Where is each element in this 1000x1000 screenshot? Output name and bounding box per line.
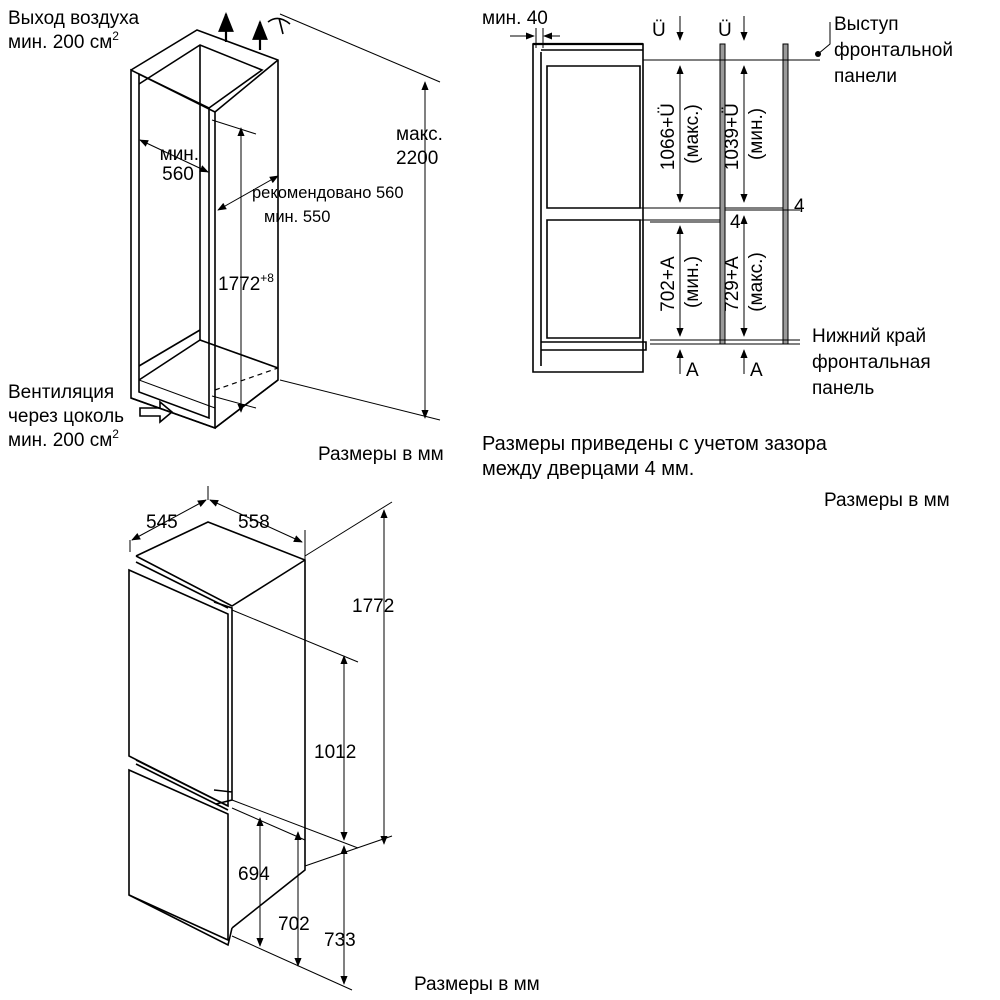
- air-flow-mark: [267, 17, 291, 35]
- a-mark-2: A: [750, 360, 763, 381]
- door-drawing: мин. 40 Ü Ü Выступ фронтальной панели: [482, 8, 958, 511]
- lower-min-label: 702+A (мин.): [658, 252, 703, 312]
- appliance-body: [128, 521, 306, 947]
- u-mark-2: Ü: [718, 20, 732, 41]
- niche-drawing: Выход воздуха мин. 200 см2 мин. 560 реко…: [8, 8, 448, 465]
- doors-units-label: Размеры в мм: [824, 490, 950, 511]
- max-height-label: макс. 2200: [396, 124, 448, 169]
- recommended-label: рекомендовано 560 мин. 550: [252, 184, 408, 226]
- ventilation-arrow-icon: [139, 400, 174, 424]
- min-gap-label: мин. 40: [482, 8, 548, 29]
- min-width-label: мин. 560: [160, 144, 205, 185]
- appliance-drawing: 545 558 1772 1012 694 702 733 Размеры в …: [128, 486, 540, 995]
- lower-max-label: 729+A (макс.): [722, 252, 767, 312]
- appliance-units-label: Размеры в мм: [414, 974, 540, 995]
- upper-max-label: 1066+Ü (макс.): [658, 98, 703, 170]
- depth-dimension: [131, 499, 207, 541]
- door-gap-note: Размеры приведены с учетом зазора между …: [482, 433, 832, 480]
- niche-cabinet: [130, 29, 279, 430]
- recommended-width-dimension: [217, 175, 279, 211]
- u-mark-1: Ü: [652, 20, 666, 41]
- min-width-dimension: [139, 139, 209, 173]
- total-height-label: 1772: [352, 596, 394, 617]
- gap-label-1: 4: [730, 212, 741, 233]
- niche-units-label: Размеры в мм: [318, 444, 444, 465]
- depth-label: 545: [146, 512, 178, 533]
- front-panel-right: [782, 43, 789, 345]
- ventilation-label: Вентиляция через цоколь мин. 200 см2: [8, 382, 129, 451]
- a-mark-1: A: [686, 360, 699, 381]
- lower-max-label: 733: [324, 930, 356, 951]
- upper-min-label: 1039+Ü (мин.): [722, 98, 767, 170]
- width-label: 558: [238, 512, 270, 533]
- lower-min-label: 694: [238, 864, 270, 885]
- upper-height-label: 1012: [314, 742, 356, 763]
- gap-label-2: 4: [794, 196, 805, 217]
- width-dimension: [209, 499, 303, 543]
- bottom-edge-label: Нижний край фронтальная панель: [812, 326, 936, 399]
- niche-height-label: 1772+8: [218, 271, 274, 295]
- lower-mid-label: 702: [278, 914, 310, 935]
- air-outlet-label: Выход воздуха мин. 200 см2: [8, 8, 144, 53]
- protrusion-label: Выступ фронтальной панели: [834, 14, 958, 87]
